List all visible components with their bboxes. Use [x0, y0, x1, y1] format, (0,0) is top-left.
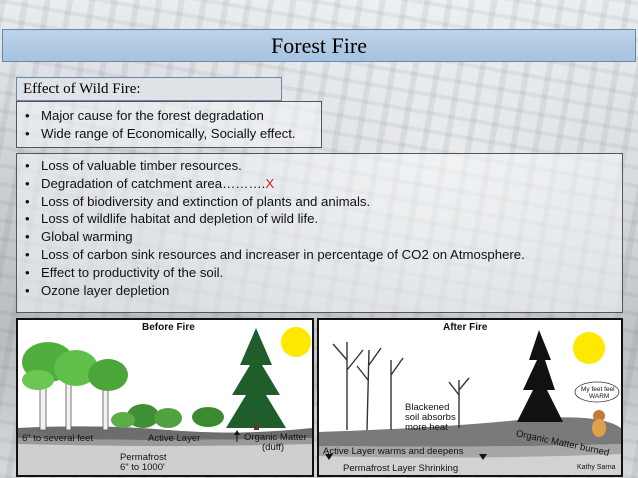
effect-label: Effect of Wild Fire:	[16, 77, 282, 101]
after-fire-illustration	[319, 330, 621, 475]
effect-bullet: Global warming	[23, 228, 622, 246]
after-fire-diagram: After Fire Blackened soil absorbs more h…	[317, 318, 623, 477]
effects-box: Loss of valuable timber resources. Degra…	[16, 153, 623, 313]
blackened-label-3: more heat	[405, 422, 448, 433]
duff-label: (duff)	[262, 442, 285, 453]
before-fire-diagram: Before Fire 6" to several feet Active La…	[16, 318, 314, 477]
active-layer-label: Active Layer	[148, 433, 201, 444]
effect-bullet: Ozone layer depletion	[23, 282, 622, 300]
effect-bullet: Effect to productivity of the soil.	[23, 264, 622, 282]
permafrost-label: Permafrost	[120, 452, 167, 463]
slide-title: Forest Fire	[271, 32, 367, 58]
summary-bullet: Wide range of Economically, Socially eff…	[23, 125, 321, 143]
active-layer-after-label: Active Layer warms and deepens	[323, 446, 464, 457]
blackened-label-2: soil absorbs	[405, 412, 456, 423]
effect-bullet: Loss of biodiversity and extinction of p…	[23, 193, 622, 211]
permafrost-after-label: Permafrost Layer Shrinking	[343, 463, 459, 474]
speech-line-1: My feet feel	[581, 386, 615, 393]
effect-bullet-catchment: Degradation of catchment area……….X	[23, 175, 622, 193]
effect-bullet: Loss of carbon sink resources and increa…	[23, 246, 622, 264]
after-heading: After Fire	[443, 322, 488, 333]
depth-label: 6" to several feet	[22, 433, 93, 444]
title-bar: Forest Fire	[2, 29, 636, 62]
before-fire-illustration	[18, 327, 312, 475]
speech-line-2: WARM	[589, 393, 610, 400]
catchment-mark: X	[265, 175, 275, 191]
summary-bullet: Major cause for the forest degradation	[23, 107, 321, 125]
effect-bullet: Loss of wildlife habitat and depletion o…	[23, 210, 622, 228]
credit-label: Kathy Sarna	[577, 464, 616, 471]
effect-bullet: Loss of valuable timber resources.	[23, 157, 622, 175]
permafrost-depth-label: 6" to 1000'	[120, 462, 165, 473]
summary-box: Major cause for the forest degradation W…	[16, 101, 322, 148]
effect-bullet-text: Degradation of catchment area……….	[41, 175, 266, 191]
before-heading: Before Fire	[142, 322, 195, 333]
organic-matter-label: Organic Matter	[244, 432, 307, 443]
blackened-label-1: Blackened	[405, 402, 450, 413]
